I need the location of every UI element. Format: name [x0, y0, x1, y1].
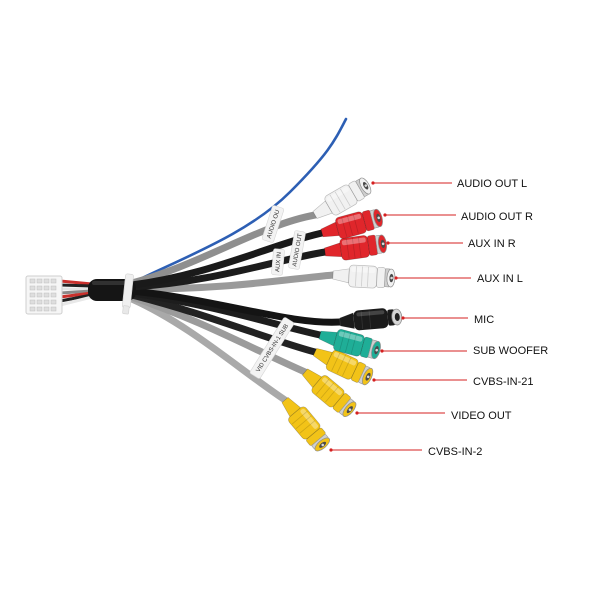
callout-aux-in-r: AUX IN R — [386, 238, 516, 250]
label-mic: MIC — [474, 314, 494, 326]
sleeve-tag-text: AUDIO OUT — [292, 233, 304, 267]
label-cvbs-in-21: CVBS-IN-21 — [473, 376, 534, 388]
callout-video-out: VIDEO OUT — [355, 410, 512, 422]
harness-connector — [25, 273, 136, 315]
callout-cvbs-in-21: CVBS-IN-21 — [372, 376, 534, 388]
wire-aux-in-r — [128, 248, 329, 291]
label-sub-woofer: SUB WOOFER — [473, 345, 548, 357]
wire-cvbs-in-2 — [128, 295, 289, 404]
label-audio-out-l: AUDIO OUT L — [457, 178, 527, 190]
callout-audio-out-l: AUDIO OUT L — [371, 178, 527, 190]
callout-cvbs-in-2: CVBS-IN-2 — [329, 446, 482, 458]
sleeve-tag-text: AUX IN — [275, 252, 283, 272]
wire-video-out — [128, 293, 309, 376]
callouts: AUDIO OUT L AUDIO OUT R AUX IN R AUX IN … — [329, 178, 548, 458]
cable-tie — [122, 273, 134, 315]
label-aux-in-r: AUX IN R — [468, 238, 516, 250]
connector-pins — [29, 278, 57, 312]
sleeve-tag-audio-out: AUDIO OUT — [288, 230, 306, 270]
label-cvbs-in-2: CVBS-IN-2 — [428, 446, 482, 458]
wire-mic — [128, 287, 344, 326]
connector-short-wires — [59, 279, 93, 307]
label-video-out: VIDEO OUT — [451, 410, 512, 422]
aux-in-r-plug — [322, 231, 389, 264]
callout-sub-woofer: SUB WOOFER — [380, 345, 548, 357]
callout-mic: MIC — [401, 314, 494, 326]
label-audio-out-r: AUDIO OUT R — [461, 211, 533, 223]
wire-aux-in-l — [128, 271, 337, 293]
callout-audio-out-r: AUDIO OUT R — [383, 211, 533, 223]
label-aux-in-l: AUX IN L — [477, 273, 523, 285]
aux-in-l-plug — [331, 263, 396, 290]
sleeve-tag-aux-in: AUX IN — [271, 248, 285, 276]
mic-plug — [338, 306, 404, 333]
callout-aux-in-l: AUX IN L — [394, 273, 523, 285]
wire-cvbs-in-21 — [128, 291, 319, 356]
blue-wire — [136, 117, 348, 282]
wire-audio-out-l — [128, 211, 319, 287]
